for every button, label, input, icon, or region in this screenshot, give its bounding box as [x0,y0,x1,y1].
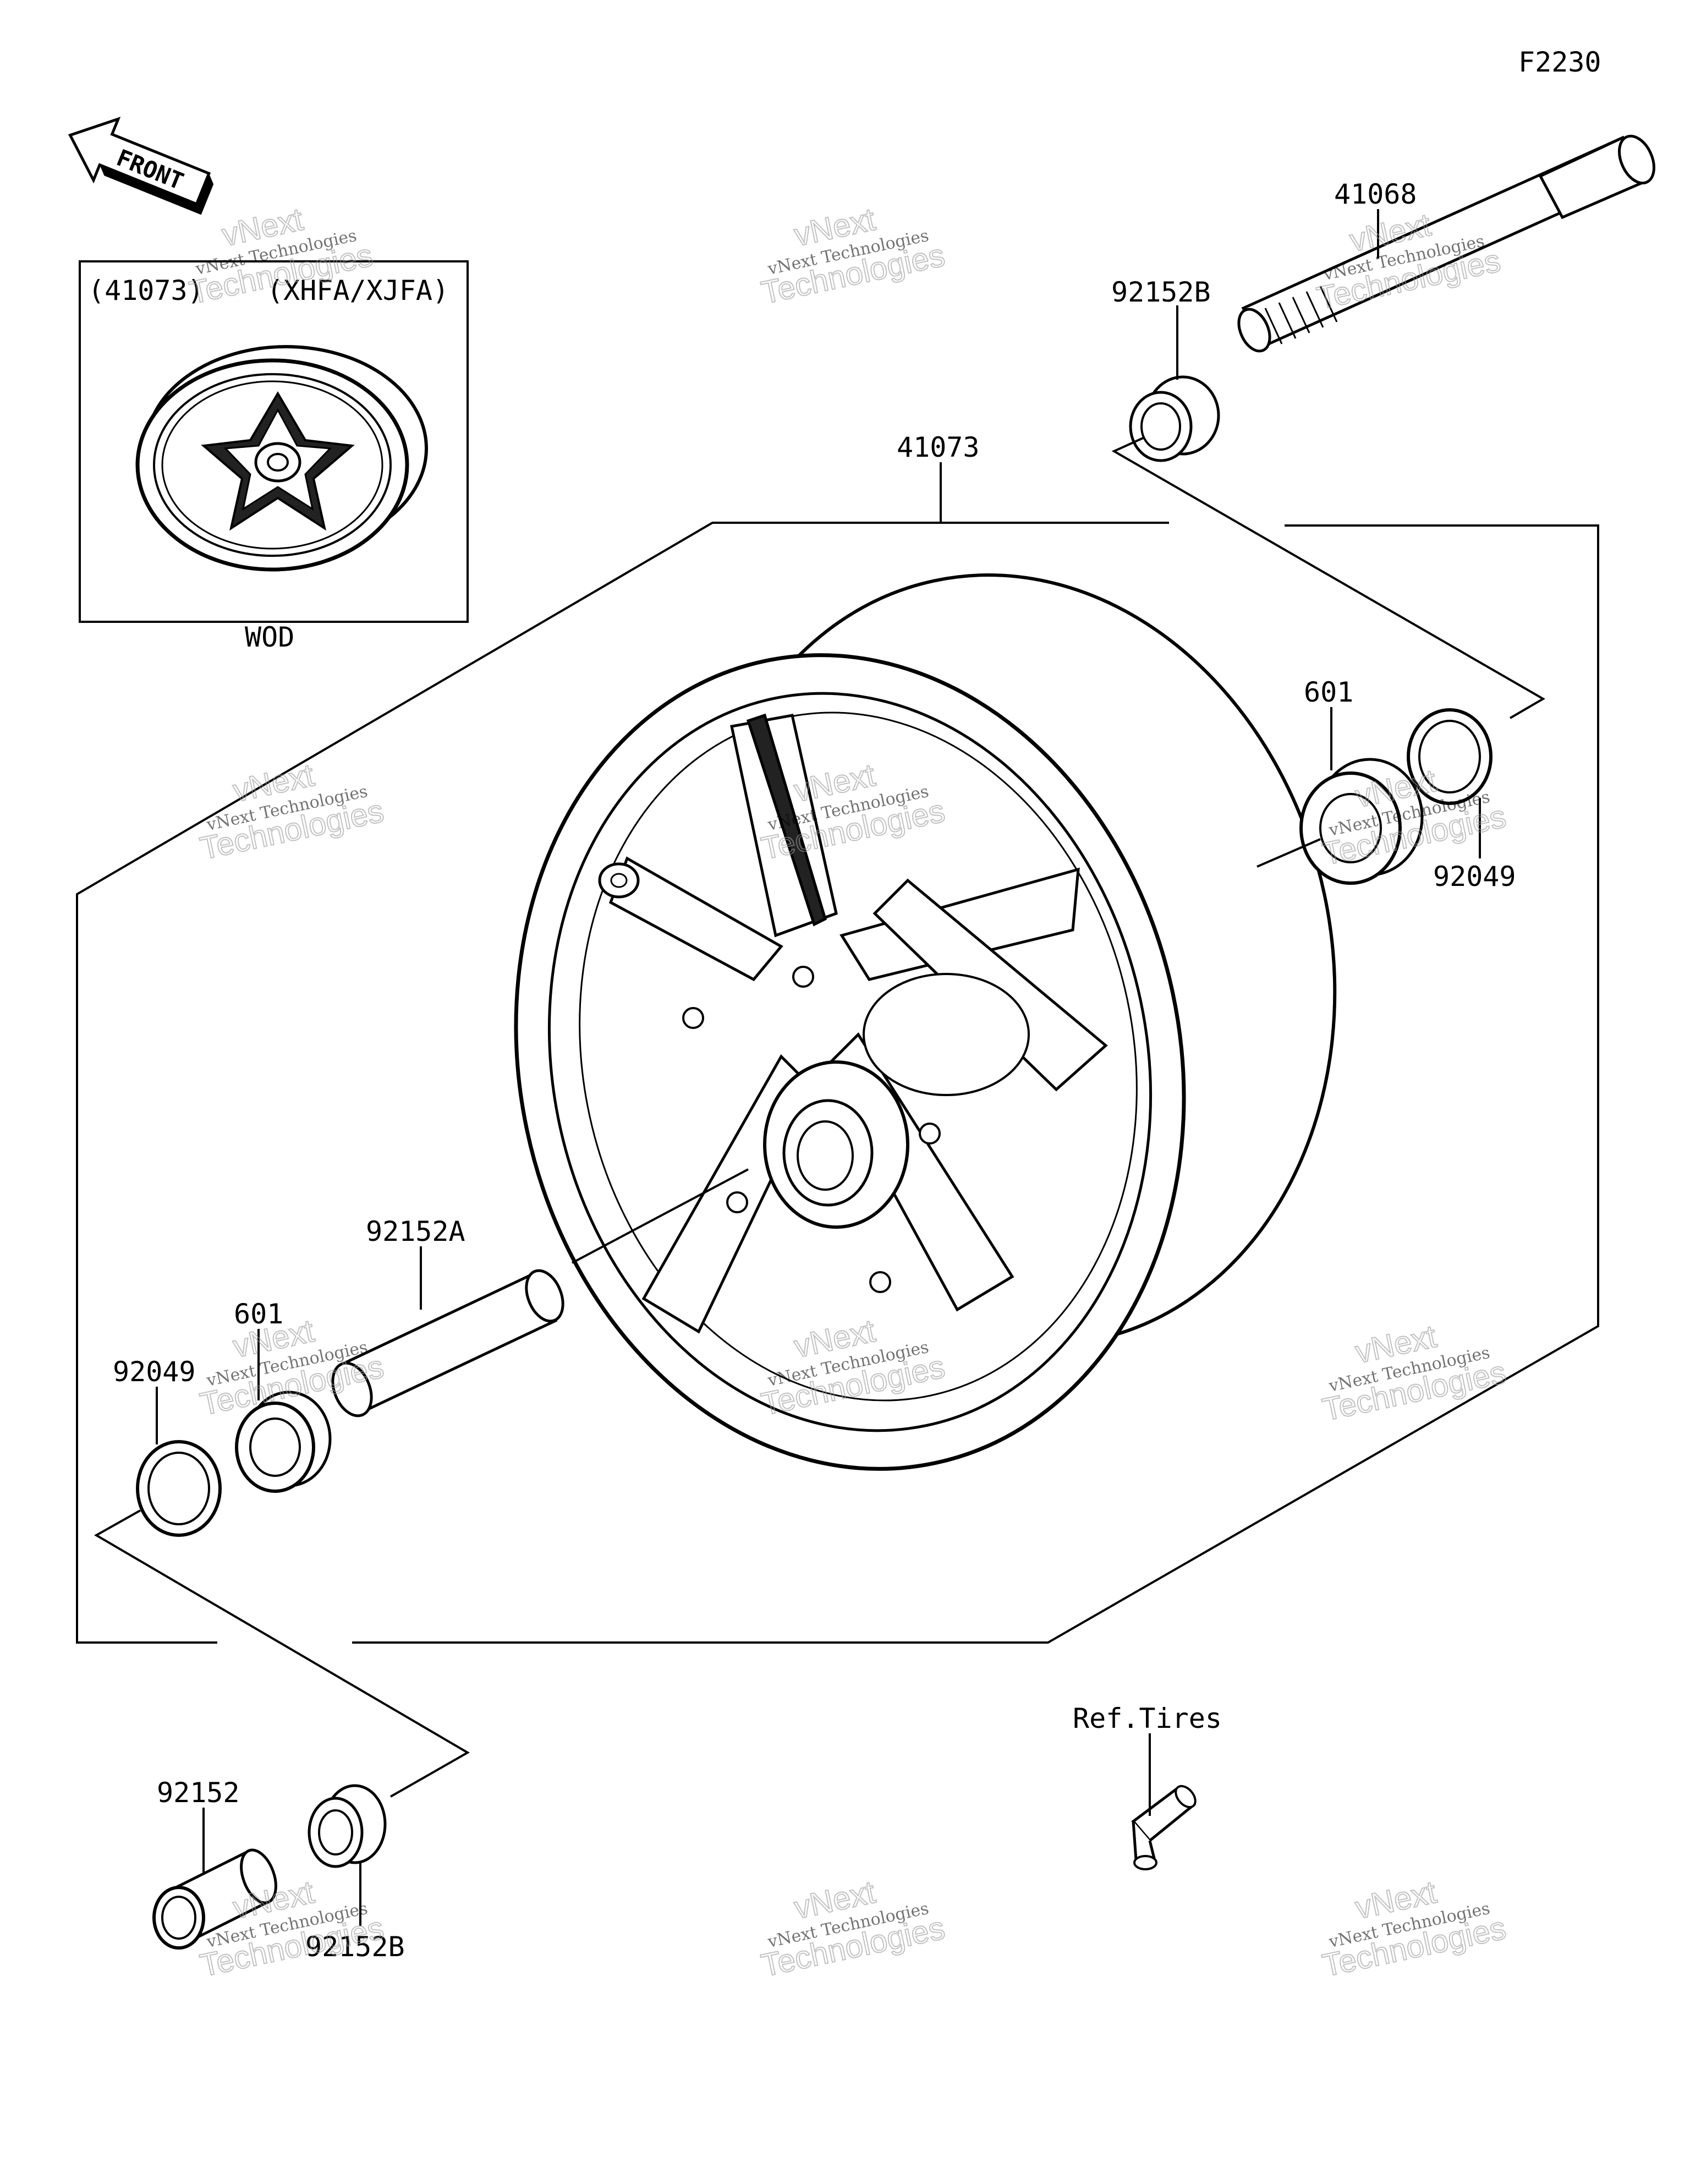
spacer-axis [572,1168,749,1264]
bearing-right [1299,758,1424,885]
front-wheel [514,573,1337,1471]
seal-left [136,1440,222,1537]
callout-seal-left: 92049 [113,1356,196,1388]
wheel-hub [682,966,941,1293]
inset-color-code: WOD [245,621,294,653]
inset-variant: (XHFA/XJFA) [267,275,449,306]
axle-line-right [1111,436,1545,719]
collar-b-bottom [308,1784,387,1868]
callout-collar-b-bottom: 92152B [305,1931,405,1963]
axle [1237,134,1655,353]
collar-b-top [1129,375,1220,462]
figure-code: F2230 [1518,46,1601,78]
callout-collar-b-top: 92152B [1111,276,1211,308]
collar-bottom [152,1848,277,1950]
bearing-right-axis [1256,838,1321,868]
seal-right [1407,708,1493,805]
callout-collar-bottom: 92152 [157,1777,240,1809]
callout-bearing-left: 601 [234,1298,283,1330]
bracket-outline-right [352,524,1599,1644]
callout-valve: Ref.Tires [1073,1703,1222,1734]
callout-seal-right: 92049 [1433,861,1516,893]
bearing-left [235,1391,332,1493]
inset-box: (41073) (XHFA/XJFA) WOD [79,260,469,653]
bracket-outline-left [76,522,1169,1644]
inset-part-ref: (41073) [88,275,204,306]
spacer [331,1269,564,1417]
front-arrow-icon: FRONT [68,117,214,215]
valve-icon [1131,1785,1197,1870]
callout-wheel: 41073 [897,431,980,463]
callout-bearing-right: 601 [1304,676,1353,708]
callout-spacer: 92152A [366,1216,465,1247]
axle-line-left [94,1509,470,1798]
inset-wheel-illustration [135,345,428,572]
callout-axle: 41068 [1334,178,1417,210]
